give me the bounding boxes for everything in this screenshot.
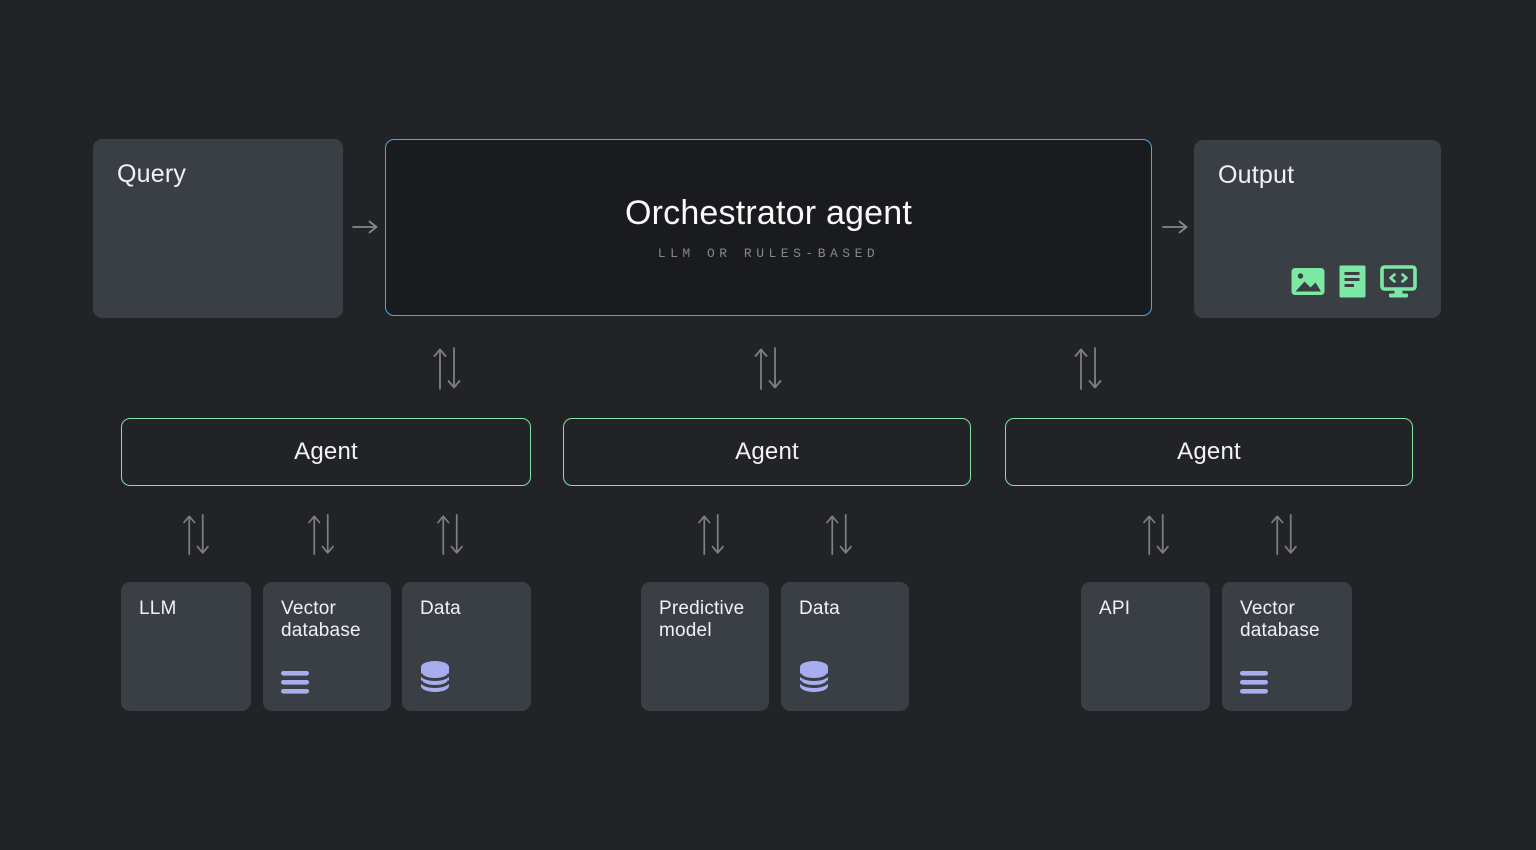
output-box: Output [1194, 140, 1441, 318]
double-arrow-vertical-icon [1074, 347, 1102, 390]
resource-label: Vector database [1240, 598, 1320, 642]
menu-lines-icon [1240, 671, 1268, 694]
double-arrow-vertical-icon [433, 347, 461, 390]
double-arrow-vertical-icon [698, 513, 724, 556]
resource-label: Data [799, 598, 840, 619]
double-arrow-vertical-icon [183, 513, 209, 556]
resource-box-data: Data [402, 582, 531, 711]
resource-label: Vector database [281, 598, 361, 642]
resource-box-data: Data [781, 582, 909, 711]
resource-label: API [1099, 598, 1131, 619]
arrow-right-icon [1162, 220, 1188, 234]
agent-label: Agent [735, 438, 799, 465]
double-arrow-vertical-icon [754, 347, 782, 390]
query-label: Query [117, 160, 187, 188]
arrow-right-icon [352, 220, 378, 234]
resource-box-llm: LLM [121, 582, 251, 711]
database-icon [420, 661, 450, 692]
double-arrow-vertical-icon [826, 513, 852, 556]
image-icon [1291, 268, 1325, 295]
monitor-code-icon [1380, 265, 1417, 298]
orchestrator-box: Orchestrator agent LLM OR RULES-BASED [385, 139, 1152, 316]
resource-label: LLM [139, 598, 177, 619]
database-icon [799, 661, 829, 692]
double-arrow-vertical-icon [308, 513, 334, 556]
agent-box-1: Agent [121, 418, 531, 486]
resource-box-predictive-model: Predictive model [641, 582, 769, 711]
output-icon-row [1291, 265, 1417, 298]
agent-box-3: Agent [1005, 418, 1413, 486]
orchestrator-title: Orchestrator agent [624, 194, 913, 232]
output-label: Output [1218, 161, 1295, 189]
agent-label: Agent [294, 438, 358, 465]
resource-label: Predictive model [659, 598, 745, 642]
resource-box-vector-database: Vector database [263, 582, 391, 711]
agent-label: Agent [1177, 438, 1241, 465]
resource-box-vector-database: Vector database [1222, 582, 1352, 711]
double-arrow-vertical-icon [1143, 513, 1169, 556]
double-arrow-vertical-icon [1271, 513, 1297, 556]
resource-label: Data [420, 598, 461, 619]
menu-lines-icon [281, 671, 309, 694]
agent-box-2: Agent [563, 418, 971, 486]
document-icon [1339, 265, 1366, 298]
resource-box-api: API [1081, 582, 1210, 711]
double-arrow-vertical-icon [437, 513, 463, 556]
query-box: Query [93, 139, 343, 318]
orchestrator-subtitle: LLM OR RULES-BASED [657, 246, 880, 261]
